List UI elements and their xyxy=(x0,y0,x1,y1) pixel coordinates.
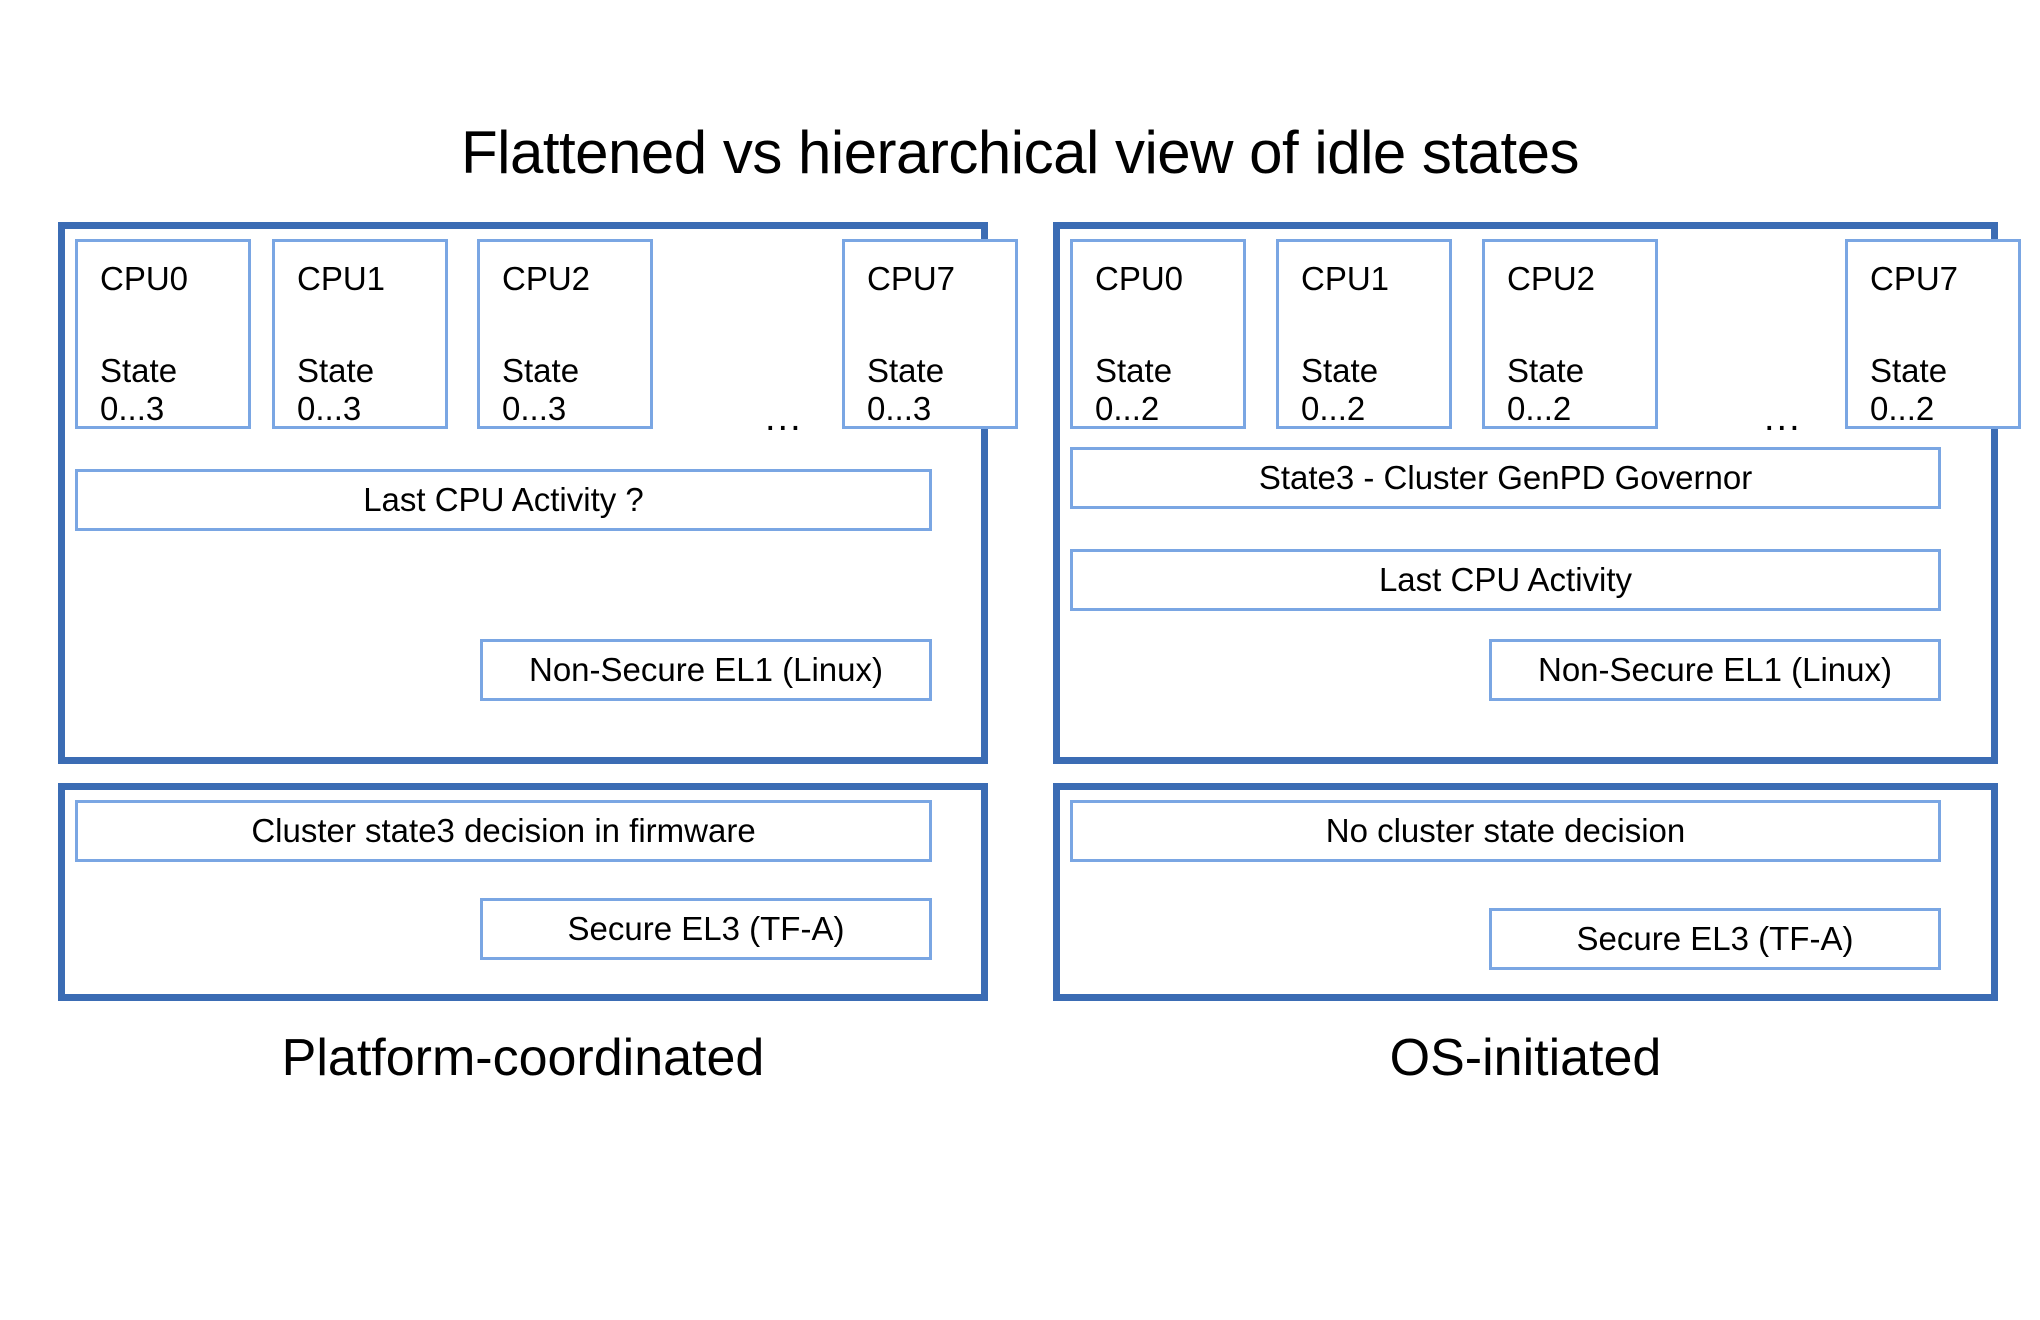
cpu-card-title: CPU1 xyxy=(1301,260,1390,297)
cpu-card-title: CPU7 xyxy=(1870,260,1959,297)
panel-firmware-platform-coordinated: Cluster state3 decision in firmware Secu… xyxy=(58,783,988,1001)
cpu-card-1[interactable]: CPU1 State 0...2 xyxy=(1276,239,1452,429)
exception-level-label-el1: Non-Secure EL1 (Linux) xyxy=(1489,639,1941,701)
cpu-card-title: CPU2 xyxy=(502,260,591,297)
cpu-card-1[interactable]: CPU1 State 0...3 xyxy=(272,239,448,429)
cpu-card-state: State 0...3 xyxy=(502,352,580,427)
last-cpu-activity-box[interactable]: Last CPU Activity xyxy=(1070,549,1941,611)
cpu-card-0[interactable]: CPU0 State 0...3 xyxy=(75,239,251,429)
cluster-decision-box[interactable]: Cluster state3 decision in firmware xyxy=(75,800,932,862)
cpu-card-7[interactable]: CPU7 State 0...2 xyxy=(1845,239,2021,429)
cpu-card-7[interactable]: CPU7 State 0...3 xyxy=(842,239,1018,429)
cpu-card-state: State 0...2 xyxy=(1301,352,1379,427)
page-title: Flattened vs hierarchical view of idle s… xyxy=(460,119,1580,186)
cpu-card-title: CPU0 xyxy=(1095,260,1184,297)
cpu-card-state: State 0...3 xyxy=(297,352,375,427)
cpu-card-title: CPU7 xyxy=(867,260,956,297)
exception-level-label-el1: Non-Secure EL1 (Linux) xyxy=(480,639,932,701)
cpu-card-title: CPU0 xyxy=(100,260,189,297)
cluster-genpd-governor-box[interactable]: State3 - Cluster GenPD Governor xyxy=(1070,447,1941,509)
panel-os-platform-coordinated: CPU0 State 0...3 CPU1 State 0...3 CPU2 S… xyxy=(58,222,1018,764)
cpu-card-2[interactable]: CPU2 State 0...2 xyxy=(1482,239,1658,429)
panel-firmware-os-initiated: No cluster state decision Secure EL3 (TF… xyxy=(1053,783,1998,1001)
cpu-card-state: State 0...2 xyxy=(1095,352,1173,427)
cpu-ellipsis: ... xyxy=(1764,397,1802,439)
column-caption-os-initiated: OS-initiated xyxy=(1389,1029,1662,1087)
cpu-card-title: CPU2 xyxy=(1507,260,1596,297)
panel-os-os-initiated: CPU0 State 0...2 CPU1 State 0...2 CPU2 S… xyxy=(1053,222,2021,764)
exception-level-label-el3: Secure EL3 (TF-A) xyxy=(480,898,932,960)
cpu-card-state: State 0...2 xyxy=(1507,352,1585,427)
last-cpu-activity-box[interactable]: Last CPU Activity ? xyxy=(75,469,932,531)
cpu-card-state: State 0...3 xyxy=(100,352,178,427)
cpu-card-0[interactable]: CPU0 State 0...2 xyxy=(1070,239,1246,429)
exception-level-label-el3: Secure EL3 (TF-A) xyxy=(1489,908,1941,970)
no-cluster-decision-box[interactable]: No cluster state decision xyxy=(1070,800,1941,862)
cpu-card-state: State 0...2 xyxy=(1870,352,1948,427)
cpu-card-2[interactable]: CPU2 State 0...3 xyxy=(477,239,653,429)
cpu-card-title: CPU1 xyxy=(297,260,386,297)
cpu-card-state: State 0...3 xyxy=(867,352,945,427)
column-caption-platform-coordinated: Platform-coordinated xyxy=(281,1029,765,1087)
cpu-ellipsis: ... xyxy=(765,397,803,439)
